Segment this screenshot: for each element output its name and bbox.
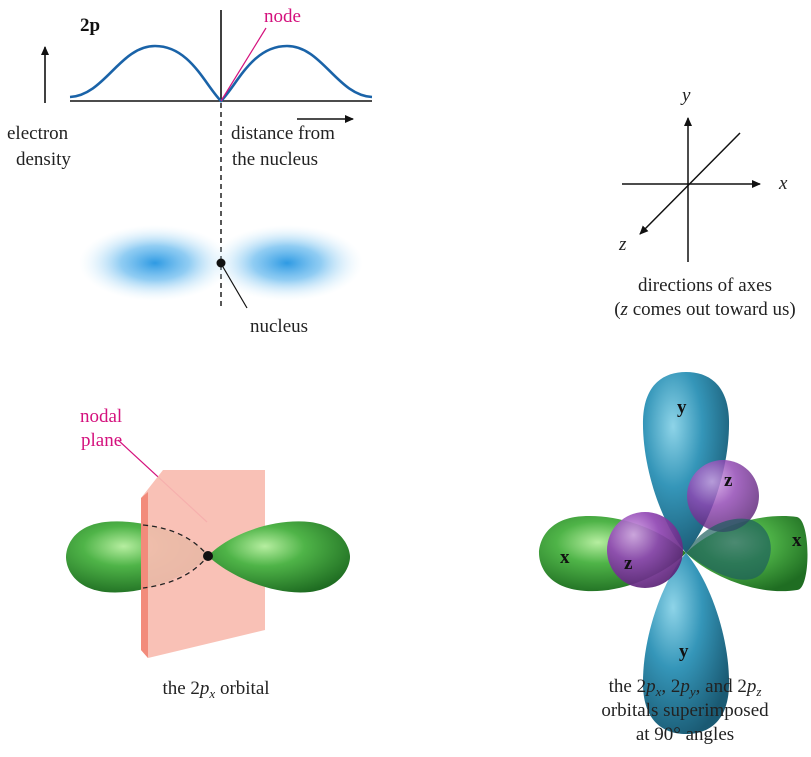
cap-part: , 2: [661, 676, 681, 697]
y-label-bottom: y: [679, 641, 689, 662]
axes-caption-line2: (z comes out toward us): [600, 298, 810, 322]
superimposed-caption-line1: the 2px, 2py, and 2pz: [566, 675, 804, 699]
x-axis-label-line1: distance from: [231, 123, 335, 144]
superimposed-caption: the 2px, 2py, and 2pz orbitals superimpo…: [566, 675, 804, 747]
axes-caption-paren: (: [614, 299, 621, 320]
z-label-back: z: [724, 470, 733, 491]
axes-caption-line1: directions of axes: [637, 275, 772, 296]
nucleus-pointer: [222, 266, 248, 309]
nodal-plane-label-line2: plane: [81, 430, 122, 451]
cap-part: p: [646, 676, 656, 697]
x-axis-letter: x: [778, 173, 788, 194]
axes-caption-rest: comes out toward us): [627, 299, 796, 320]
nodal-plane-label-line1: nodal: [80, 406, 122, 427]
cap-part: z: [756, 684, 762, 699]
z-axis: [639, 132, 741, 235]
cap-part: the 2: [608, 676, 647, 697]
y-axis-label-line1: electron: [7, 123, 69, 144]
px-caption: the 2px orbital: [126, 677, 306, 701]
y-lobe-bottom: [642, 553, 730, 734]
nodal-plane-edge: [141, 492, 148, 658]
node-pointer: [220, 27, 267, 102]
superimposed-caption-line2: orbitals superimposed: [601, 700, 769, 721]
z-lobe-back: [687, 460, 759, 532]
z-lobe-front: [607, 512, 683, 588]
electron-cloud-right: [211, 225, 363, 301]
electron-cloud-left: [79, 225, 231, 301]
cap-part: p: [680, 676, 690, 697]
z-axis-letter: z: [618, 234, 627, 255]
axes-figure: x y z: [618, 85, 788, 262]
nucleus-dot: [216, 258, 226, 268]
x-label-right: x: [792, 530, 802, 551]
cap-part: , and 2: [695, 676, 747, 697]
x-label-left: x: [560, 547, 570, 568]
axes-caption: directions of axes (z comes out toward u…: [600, 274, 810, 322]
axes-caption-var: z: [620, 299, 628, 320]
z-label-front: z: [624, 553, 633, 574]
y-label-top: y: [677, 397, 687, 418]
px-caption-sub: x: [209, 686, 216, 701]
px-caption-suffix: orbital: [215, 678, 270, 699]
cap-part: x: [655, 684, 662, 699]
px-caption-prefix: the 2: [162, 678, 200, 699]
cap-part: y: [689, 684, 696, 699]
y-axis-letter: y: [680, 85, 691, 106]
px-caption-p: p: [199, 678, 210, 699]
px-lobe-right: [208, 521, 350, 593]
nodal-plane: [141, 470, 265, 658]
cap-part: p: [746, 676, 757, 697]
px-nucleus-dot: [203, 551, 213, 561]
nucleus-label: nucleus: [250, 316, 308, 337]
node-label: node: [264, 6, 301, 27]
superimposed-caption-line3: at 90° angles: [635, 724, 735, 745]
x-axis-label-line2: the nucleus: [232, 149, 318, 170]
plot-title: 2p: [80, 15, 100, 36]
y-axis-label-line2: density: [16, 149, 71, 170]
density-plot: 2p node electron density distance from t…: [7, 6, 373, 337]
px-orbital-figure: nodal plane: [66, 406, 350, 658]
superimposed-orbitals: x x y y z z: [539, 372, 808, 734]
x-lobe-right-shade: [686, 518, 771, 580]
